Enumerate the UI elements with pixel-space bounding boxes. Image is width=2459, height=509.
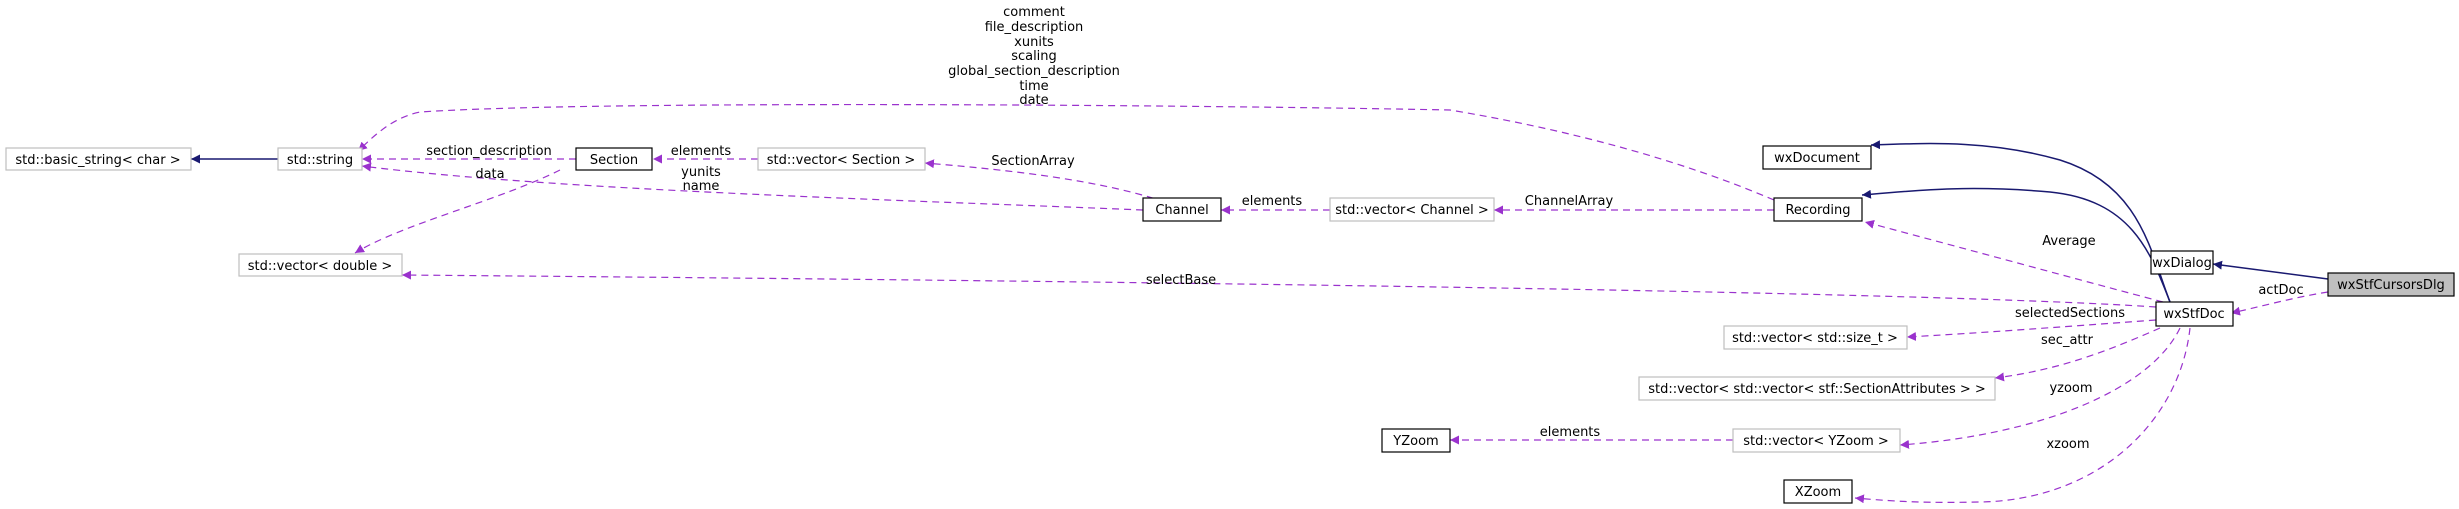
edge-section-vector-double xyxy=(354,169,561,254)
label-channel-string-0: yunits xyxy=(681,165,721,180)
node-vector-section-label: std::vector< Section > xyxy=(767,153,915,168)
node-vector-double[interactable]: std::vector< double > xyxy=(238,253,403,277)
node-recording-label: Recording xyxy=(1785,203,1850,218)
label-recording-string-0: comment xyxy=(1003,5,1065,20)
node-yzoom[interactable]: YZoom xyxy=(1381,428,1451,453)
label-recording-string-5: time xyxy=(1019,79,1048,94)
node-wxstfdoc[interactable]: wxStfDoc xyxy=(2155,301,2234,327)
node-vector-channel[interactable]: std::vector< Channel > xyxy=(1329,197,1495,222)
label-recording-string-4: global_section_description xyxy=(948,64,1120,79)
edge-wxstfdoc-recording xyxy=(1864,219,2164,303)
node-wxdocument-label: wxDocument xyxy=(1774,151,1860,166)
node-string-label: std::string xyxy=(287,153,353,168)
node-wxstfcursorsdlg-label: wxStfCursorsDlg xyxy=(2337,278,2445,293)
edge-wxstfdoc-vector-double xyxy=(401,270,2157,308)
label-yzoom-elements: elements xyxy=(1540,425,1601,440)
edge-recording-string xyxy=(357,103,1775,201)
node-basic-string[interactable]: std::basic_string< char > xyxy=(5,147,192,171)
node-string[interactable]: std::string xyxy=(277,147,363,171)
node-vector-yzoom[interactable]: std::vector< YZoom > xyxy=(1732,428,1901,453)
node-vector-size-t-label: std::vector< std::size_t > xyxy=(1732,331,1898,346)
label-channel-array: ChannelArray xyxy=(1525,194,1614,209)
label-recording-string-1: file_description xyxy=(985,20,1084,35)
edge-wxstfdoc-vector-yzoom xyxy=(1899,327,2181,449)
node-wxdialog-label: wxDialog xyxy=(2152,256,2212,271)
node-vector-vector-secattr[interactable]: std::vector< std::vector< stf::SectionAt… xyxy=(1638,376,1996,401)
label-recording-string-2: xunits xyxy=(1014,35,1054,50)
label-average: Average xyxy=(2042,234,2095,249)
node-xzoom[interactable]: XZoom xyxy=(1783,479,1853,504)
label-recording-string-6: date xyxy=(1019,93,1048,108)
node-recording[interactable]: Recording xyxy=(1773,197,1863,222)
node-channel-label: Channel xyxy=(1155,203,1208,218)
edge-channel-string xyxy=(361,162,1144,211)
node-wxstfcursorsdlg[interactable]: wxStfCursorsDlg xyxy=(2327,272,2455,297)
node-vector-section[interactable]: std::vector< Section > xyxy=(757,147,926,171)
node-channel[interactable]: Channel xyxy=(1142,197,1222,222)
label-select-base: selectBase xyxy=(1146,273,1216,288)
node-yzoom-label: YZoom xyxy=(1392,434,1438,449)
edge-wxstfdoc-vector-secattr xyxy=(1994,327,2161,382)
label-recording-strings: comment file_description xunits scaling … xyxy=(948,5,1120,108)
label-recording-string-3: scaling xyxy=(1011,49,1057,64)
edge-wxstfdoc-vector-size-t xyxy=(1906,319,2157,342)
node-section[interactable]: Section xyxy=(575,147,653,171)
node-section-label: Section xyxy=(590,153,638,168)
node-vector-yzoom-label: std::vector< YZoom > xyxy=(1743,434,1889,449)
edge-channel-vector-section xyxy=(924,159,1166,203)
node-xzoom-label: XZoom xyxy=(1795,485,1841,500)
edge-wxstfdoc-xzoom xyxy=(1854,327,2191,504)
label-selected-sections: selectedSections xyxy=(2015,306,2125,321)
node-wxstfdoc-label: wxStfDoc xyxy=(2163,307,2224,322)
label-act-doc: actDoc xyxy=(2258,283,2303,298)
label-section-elements: elements xyxy=(671,144,732,159)
label-channel-elements: elements xyxy=(1242,194,1303,209)
edge-wxstfcursorsdlg-wxdialog xyxy=(2212,260,2329,280)
edge-wxstfdoc-recording xyxy=(1861,187,2171,303)
node-basic-string-label: std::basic_string< char > xyxy=(15,153,180,168)
node-vector-size-t[interactable]: std::vector< std::size_t > xyxy=(1723,325,1908,350)
node-vector-vector-secattr-label: std::vector< std::vector< stf::SectionAt… xyxy=(1648,382,1986,397)
label-yzoom: yzoom xyxy=(2049,381,2092,396)
label-section-data: data xyxy=(475,167,504,182)
edge-wxstfcursorsdlg-wxstfdoc xyxy=(2230,291,2329,316)
label-sec-attr: sec_attr xyxy=(2041,333,2094,348)
node-vector-double-label: std::vector< double > xyxy=(248,259,392,274)
node-wxdocument[interactable]: wxDocument xyxy=(1762,145,1872,170)
label-xzoom: xzoom xyxy=(2046,437,2089,452)
node-vector-channel-label: std::vector< Channel > xyxy=(1335,203,1489,218)
label-section-array: SectionArray xyxy=(991,154,1075,169)
label-section-description: section_description xyxy=(426,144,552,159)
label-channel-string-1: name xyxy=(683,179,720,194)
node-wxdialog[interactable]: wxDialog xyxy=(2150,250,2214,275)
